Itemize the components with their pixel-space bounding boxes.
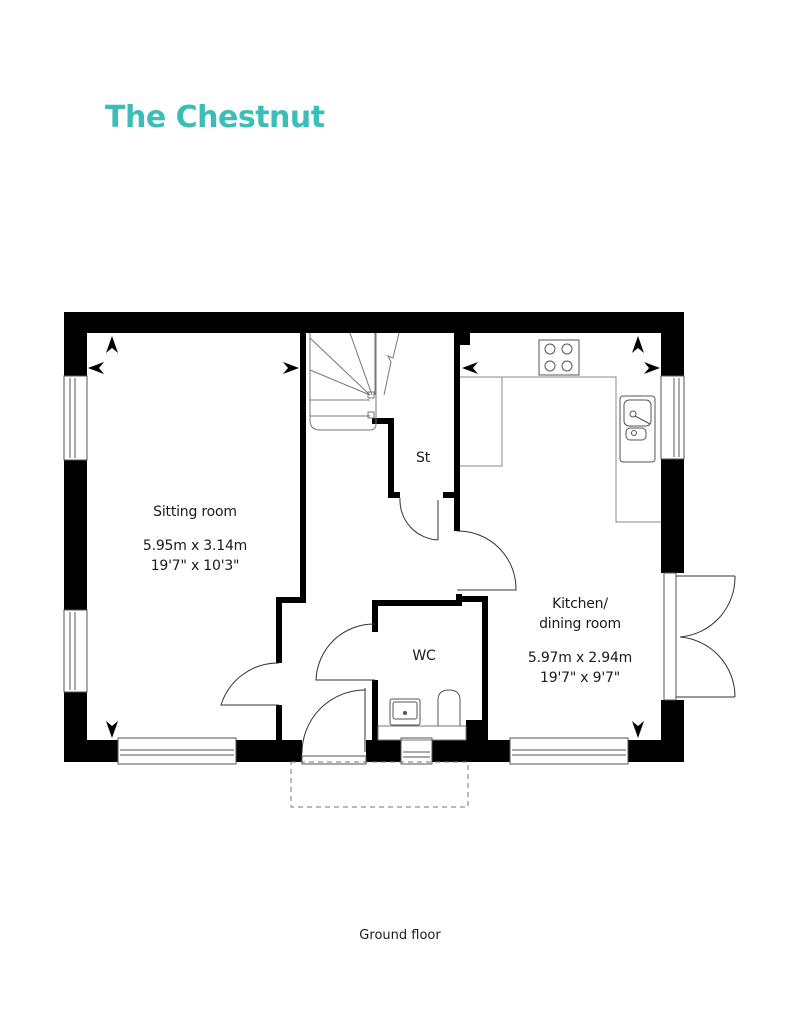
sink-icon <box>619 395 656 463</box>
wc-counter <box>377 725 467 741</box>
internal-walls <box>276 333 488 742</box>
windows <box>63 375 685 765</box>
dimension-arrows <box>88 336 660 738</box>
toilet-icon <box>437 689 461 727</box>
room-name-line2: dining room <box>539 616 621 632</box>
room-dimensions-metric: 5.95m x 3.14m <box>142 538 248 554</box>
porch-outline <box>290 761 469 808</box>
hob-icon <box>538 339 580 376</box>
room-dimensions-imperial: 19'7" x 10'3" <box>150 558 240 574</box>
page-title: The Chestnut <box>105 100 325 135</box>
wc-label: WC <box>412 648 436 664</box>
external-walls <box>64 312 684 762</box>
staircase-icon <box>309 332 400 431</box>
kitchen-units <box>460 376 661 523</box>
kitchen-dining-label: Kitchen/ dining room 5.97m x 2.94m 19'7"… <box>528 594 632 688</box>
sitting-room-label: Sitting room 5.95m x 3.14m 19'7" x 10'3" <box>143 502 247 576</box>
storage-label: St <box>416 450 430 466</box>
floor-label: Ground floor <box>359 928 441 943</box>
basin-icon <box>389 698 421 726</box>
room-dimensions-imperial: 19'7" x 9'7" <box>540 670 620 686</box>
room-name: Sitting room <box>153 504 237 520</box>
room-name-line1: Kitchen/ <box>552 596 608 612</box>
room-dimensions-metric: 5.97m x 2.94m <box>527 650 633 666</box>
doors <box>220 497 736 754</box>
